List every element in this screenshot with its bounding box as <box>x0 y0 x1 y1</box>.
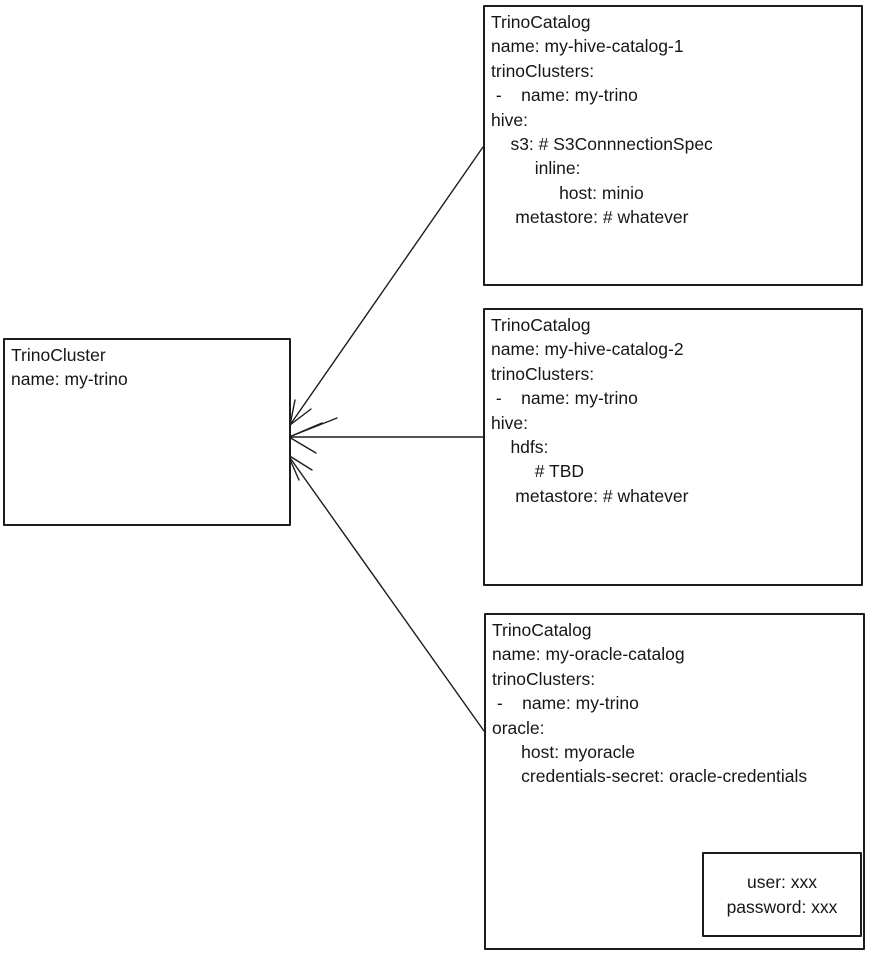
yaml-line: metastore: # whatever <box>491 207 689 228</box>
yaml-line: name: my-trino <box>11 369 128 390</box>
box-title: TrinoCatalog <box>492 620 592 640</box>
yaml-line: hdfs: <box>491 437 549 458</box>
arrowhead-catalog3-icon <box>287 454 313 481</box>
box-title: TrinoCluster <box>11 345 106 365</box>
connector-catalog1-cluster <box>289 146 484 426</box>
yaml-line: - name: my-trino <box>491 388 638 409</box>
yaml-line: name: my-hive-catalog-2 <box>491 339 684 360</box>
connector-catalog3-cluster <box>287 454 485 732</box>
yaml-line: inline: <box>491 158 581 179</box>
yaml-line: name: my-hive-catalog-1 <box>491 36 684 57</box>
box-title: TrinoCatalog <box>491 315 591 335</box>
trino-catalog-2-box: TrinoCatalog name: my-hive-catalog-2 tri… <box>483 308 863 586</box>
yaml-line: - name: my-trino <box>492 693 639 714</box>
yaml-line: metastore: # whatever <box>491 485 689 506</box>
box-title: TrinoCatalog <box>491 12 591 32</box>
yaml-line: name: my-oracle-catalog <box>492 644 685 665</box>
oracle-credentials-secret-box: user: xxx password: xxx <box>702 852 862 937</box>
yaml-line: trinoClusters: <box>492 668 596 689</box>
trino-catalog-1-box: TrinoCatalog name: my-hive-catalog-1 tri… <box>483 5 863 286</box>
secret-password-line: password: xxx <box>726 896 838 917</box>
yaml-line: hive: <box>491 412 528 433</box>
yaml-line: - name: my-trino <box>491 85 638 106</box>
yaml-line: trinoClusters: <box>491 60 595 81</box>
yaml-line: credentials-secret: oracle-credentials <box>492 766 808 787</box>
yaml-line: # TBD <box>491 461 585 482</box>
yaml-line: trinoClusters: <box>491 363 595 384</box>
trino-cluster-box: TrinoCluster name: my-trino <box>3 338 291 526</box>
yaml-line: host: minio <box>491 182 644 203</box>
yaml-line: s3: # S3ConnnectionSpec <box>491 134 713 155</box>
arrowhead-catalog2-icon <box>288 417 338 454</box>
yaml-line: host: myoracle <box>492 742 635 763</box>
yaml-line: hive: <box>491 109 528 130</box>
yaml-line: oracle: <box>492 717 545 738</box>
secret-user-line: user: xxx <box>746 872 818 893</box>
